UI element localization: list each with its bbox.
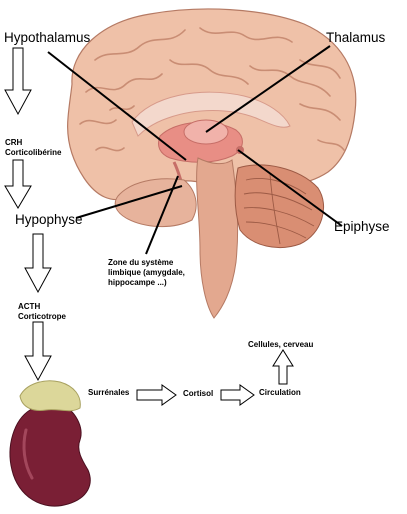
label-acth-line1: ACTH: [18, 302, 41, 311]
arrow-up: [272, 349, 294, 385]
label-acth: ACTH Corticotrope: [18, 302, 66, 322]
label-surrenales: Surrénales: [88, 388, 130, 397]
label-cortisol: Cortisol: [183, 389, 214, 398]
arrow-down-3: [24, 233, 52, 294]
pointer-hypophyse: [75, 185, 183, 219]
corpus-callosum: [131, 91, 291, 137]
brainstem: [196, 157, 239, 319]
label-limbic-zone: Zone du système limbique (amygdale, hipp…: [108, 258, 218, 288]
label-circulation: Circulation: [259, 388, 301, 397]
pointer-thalamus: [205, 45, 331, 133]
kidney: [9, 401, 91, 507]
cerebellum-folds: [243, 173, 315, 245]
cerebellum: [234, 164, 325, 248]
label-limbic-line3: hippocampe ...): [108, 278, 167, 287]
label-hypophyse: Hypophyse: [15, 212, 83, 227]
label-acth-line2: Corticotrope: [18, 312, 66, 321]
label-crh-line1: CRH: [5, 138, 23, 147]
label-limbic-line1: Zone du système: [108, 258, 174, 267]
horizontal-arrows: [136, 384, 255, 406]
temporal-lobe: [114, 178, 197, 228]
adrenal-gland: [19, 380, 81, 412]
label-crh-line2: Corticolibérine: [5, 148, 62, 157]
arrow-down-1: [4, 47, 32, 116]
pointer-limbic: [145, 175, 179, 255]
pointer-hypothalamus: [47, 51, 187, 161]
arrow-right-1: [136, 384, 177, 406]
label-hypothalamus: Hypothalamus: [4, 30, 91, 45]
arrow-down-2: [4, 159, 32, 209]
label-cellules-cerveau: Cellules, cerveau: [248, 340, 314, 349]
pointer-lines: [47, 45, 343, 255]
brain-illustration: [67, 8, 357, 319]
kidney-highlight: [22, 428, 34, 480]
arrow-down-4: [24, 321, 52, 382]
label-epiphyse: Epiphyse: [334, 219, 390, 234]
label-thalamus: Thalamus: [326, 30, 386, 45]
label-crh: CRH Corticolibérine: [5, 138, 61, 158]
cortex-folds: [79, 27, 345, 152]
pointer-epiphyse: [237, 149, 343, 227]
arrow-right-2: [220, 384, 255, 406]
adrenal-kidney-illustration: [9, 380, 91, 507]
label-limbic-line2: limbique (amygdale,: [108, 268, 185, 277]
vertical-arrows: [4, 47, 294, 385]
